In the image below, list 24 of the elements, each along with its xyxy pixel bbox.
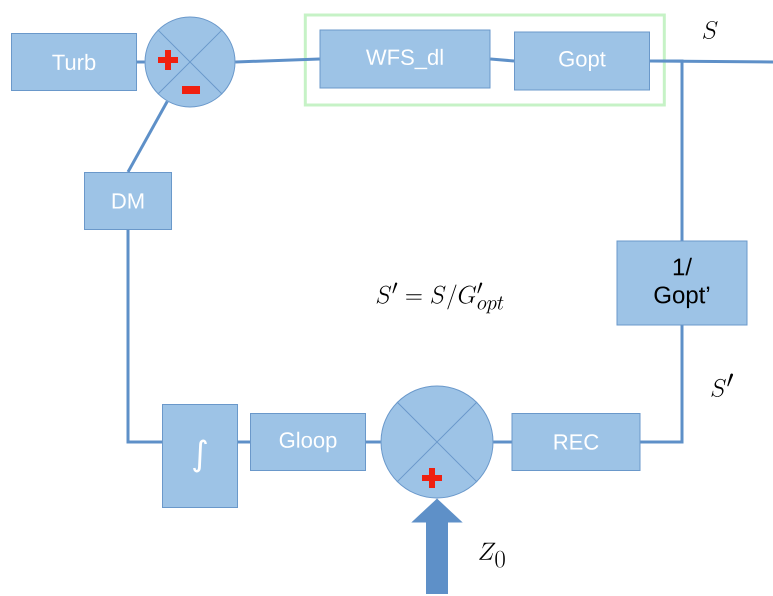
equation: $S' = S / G'_{opt}$ xyxy=(376,282,504,314)
block-box: Gloop xyxy=(250,412,366,471)
block-box: WFS_dl xyxy=(320,30,490,88)
edge-label: $S'$ xyxy=(709,372,735,398)
block-box: ∫ xyxy=(162,404,238,508)
block-box: Gopt xyxy=(514,32,650,90)
connector-line xyxy=(238,440,250,444)
edge-label: $S$ xyxy=(700,20,720,40)
connector-line xyxy=(490,58,514,62)
block-box: DM xyxy=(84,172,172,230)
connector-line xyxy=(650,60,684,240)
connector-line xyxy=(235,58,320,64)
connector-line xyxy=(366,440,380,444)
summing-junction xyxy=(380,385,494,498)
summing-junction xyxy=(144,16,236,108)
edge-label: $Z_0$ xyxy=(476,542,508,568)
connector-line xyxy=(494,440,512,444)
block-box: Turb xyxy=(11,33,137,91)
connector-line xyxy=(137,60,144,64)
connector-line xyxy=(126,230,162,444)
connector-line xyxy=(126,100,169,173)
connector-line xyxy=(640,325,684,444)
block-box: 1/ Gopt’ xyxy=(616,240,748,326)
block-box: REC xyxy=(512,412,640,471)
